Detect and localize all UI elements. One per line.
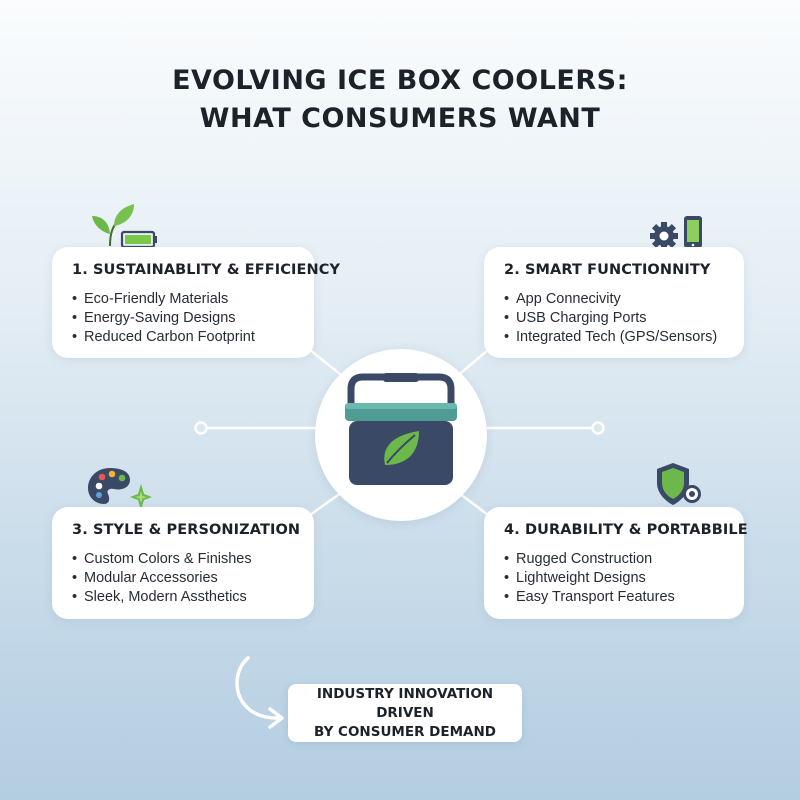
shield-gear-icon [657, 463, 701, 505]
title-line-2: WHAT CONSUMERS WANT [199, 103, 601, 134]
list-item: •Easy Transport Features [504, 589, 675, 605]
list-item: •Eco-Friendly Materials [72, 291, 229, 307]
card-smart-functionality: 2. SMART FUNCTIONNITY •App Connecivity •… [484, 247, 744, 358]
footer-box: INDUSTRY INNOVATION DRIVEN BY CONSUMER D… [288, 684, 522, 742]
list-item: •App Connecivity [504, 291, 621, 307]
list-item: •Custom Colors & Finishes [72, 551, 252, 567]
list-item: •Sleek, Modern Assthetics [72, 589, 247, 605]
card-heading: 1. SUSTAINABLITY & EFFICIENCY [72, 262, 341, 278]
card-durability-portability: 4. DURABILITY & PORTABBILE •Rugged Const… [484, 507, 748, 619]
list-item: •Energy-Saving Designs [72, 310, 236, 326]
card-list: •Rugged Construction •Lightweight Design… [504, 550, 730, 607]
list-item: •USB Charging Ports [504, 310, 647, 326]
leaf-battery-icon [92, 204, 157, 249]
connector-node-left [194, 421, 208, 435]
card-list: •Custom Colors & Finishes •Modular Acces… [72, 550, 300, 607]
footer-line-2: BY CONSUMER DEMAND [314, 723, 496, 740]
card-heading: 2. SMART FUNCTIONNITY [504, 262, 711, 278]
center-circle [315, 349, 487, 521]
list-item: •Modular Accessories [72, 570, 218, 586]
list-item: •Integrated Tech (GPS/Sensors) [504, 329, 718, 345]
card-list: •App Connecivity •USB Charging Ports •In… [504, 290, 730, 347]
card-style-personalization: 3. STYLE & PERSONIZATION •Custom Colors … [52, 507, 314, 619]
list-item: •Reduced Carbon Footprint [72, 329, 255, 345]
page-title: EVOLVING ICE BOX COOLERS: WHAT CONSUMERS… [0, 62, 800, 138]
palette-sparkle-icon [88, 468, 152, 510]
curved-arrow-icon [235, 656, 284, 729]
list-item: •Rugged Construction [504, 551, 653, 567]
connector-node-right [591, 421, 605, 435]
list-item: •Lightweight Designs [504, 570, 646, 586]
gear-phone-icon [650, 216, 702, 250]
cooler-leaf-icon [345, 373, 457, 485]
card-sustainability: 1. SUSTAINABLITY & EFFICIENCY •Eco-Frien… [52, 247, 341, 358]
card-heading: 3. STYLE & PERSONIZATION [72, 522, 301, 538]
footer-line-1: INDUSTRY INNOVATION DRIVEN [316, 685, 494, 721]
card-list: •Eco-Friendly Materials •Energy-Saving D… [72, 290, 300, 347]
card-heading: 4. DURABILITY & PORTABBILE [504, 522, 748, 538]
title-line-1: EVOLVING ICE BOX COOLERS: [172, 65, 628, 96]
